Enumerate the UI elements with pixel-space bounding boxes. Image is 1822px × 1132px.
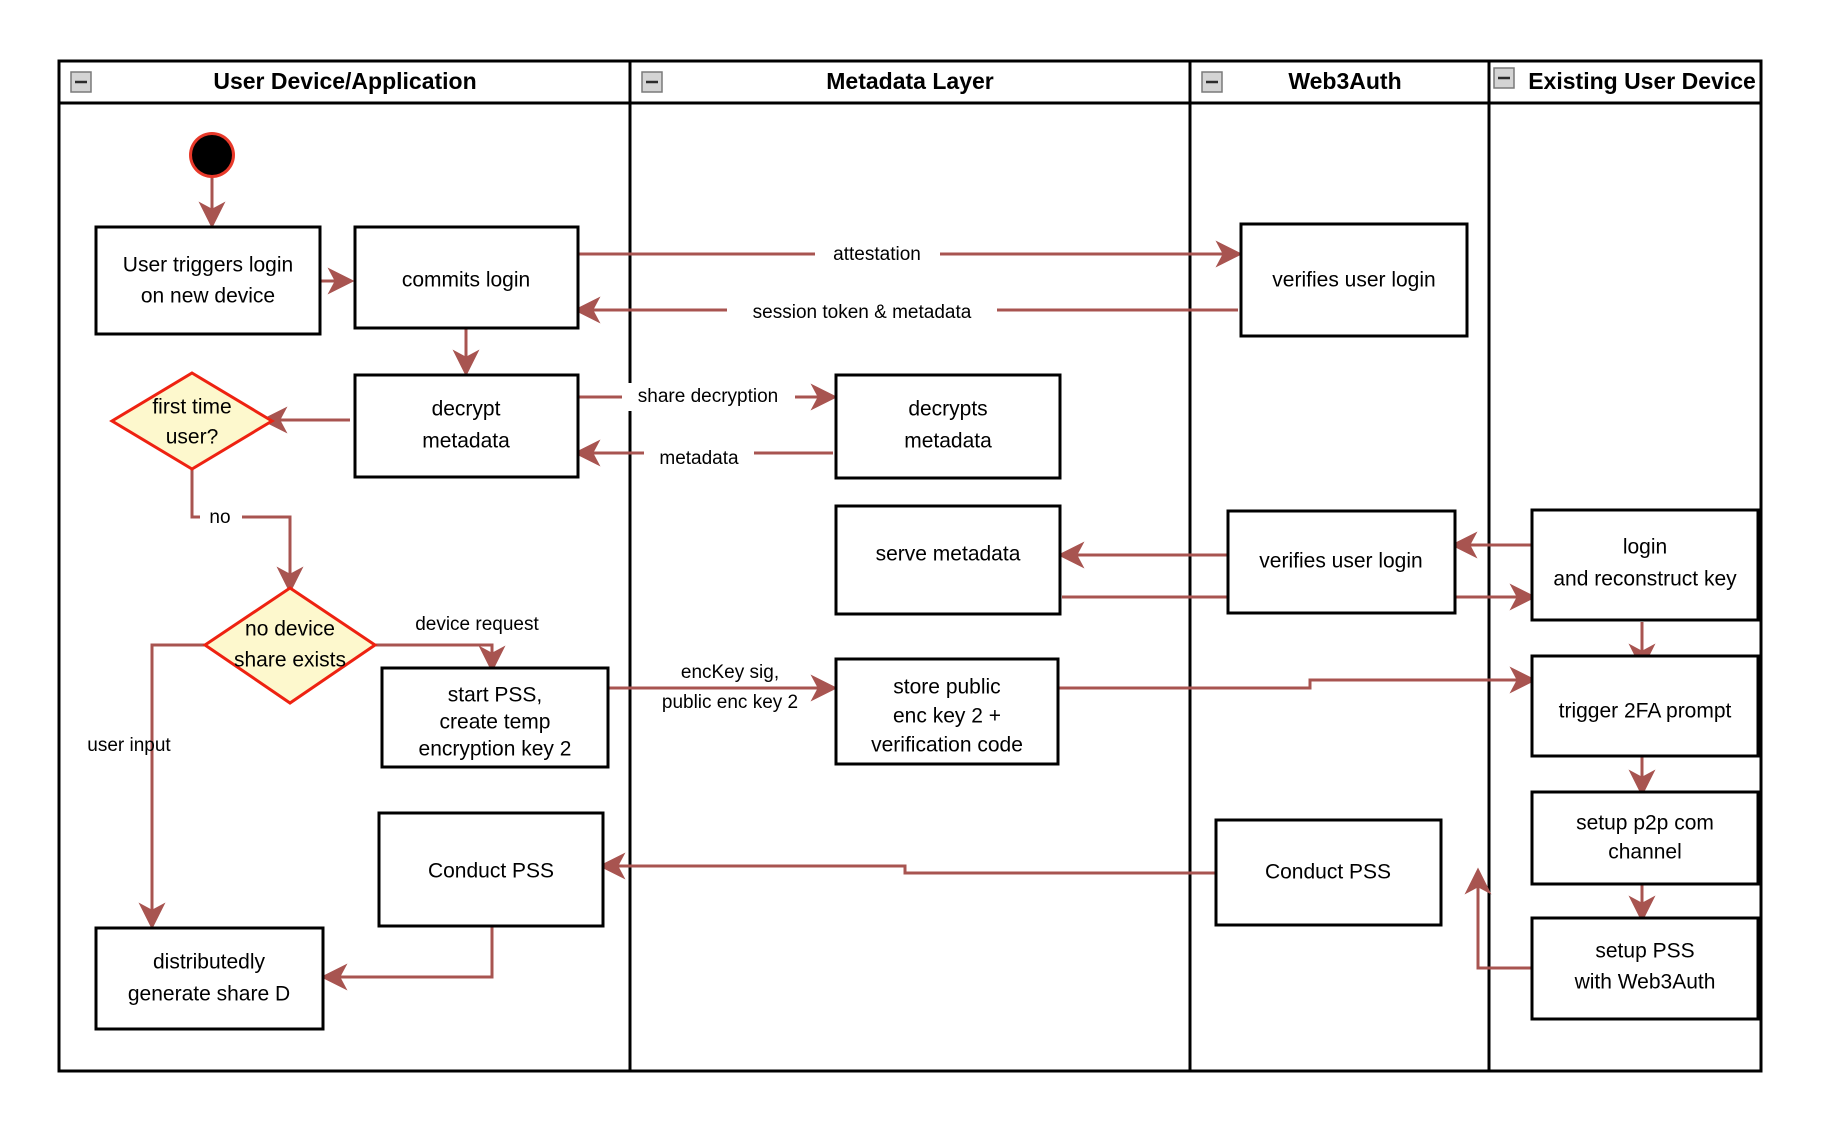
lane-header-label: Metadata Layer: [826, 68, 994, 94]
svg-text:device request: device request: [415, 614, 539, 635]
edge-label-attestation: attestation: [815, 240, 940, 268]
svg-text:user input: user input: [87, 735, 171, 756]
svg-text:user?: user?: [166, 426, 219, 449]
edge-device-request: [370, 643, 506, 673]
edge-store-to-2fa: [1058, 666, 1537, 694]
edge-label-user-input: user input: [87, 735, 171, 756]
svg-text:share exists: share exists: [234, 649, 346, 672]
svg-text:generate share D: generate share D: [128, 983, 290, 1006]
svg-text:verifies user login: verifies user login: [1259, 550, 1422, 573]
node-commits-login[interactable]: commits login: [353, 225, 580, 330]
svg-text:share decryption: share decryption: [638, 386, 778, 407]
edge-setuppss-to-conductpss-web3auth: [1464, 867, 1532, 970]
svg-text:trigger 2FA prompt: trigger 2FA prompt: [1559, 700, 1732, 723]
svg-text:no device: no device: [245, 618, 335, 641]
lane-header-user-device[interactable]: User Device/Application: [70, 68, 477, 94]
svg-text:login: login: [1623, 536, 1667, 559]
svg-text:create temp: create temp: [440, 711, 551, 734]
node-verifies-user-login-1[interactable]: verifies user login: [1239, 222, 1469, 338]
edge-label-no: no: [200, 503, 242, 531]
minus-icon[interactable]: [1493, 67, 1515, 89]
svg-text:on new device: on new device: [141, 285, 275, 308]
svg-text:User triggers login: User triggers login: [123, 254, 293, 277]
edge-conductpss-to-share-d: [320, 926, 494, 991]
node-decrypts-metadata[interactable]: decrypts metadata: [834, 373, 1062, 480]
svg-text:metadata: metadata: [422, 430, 510, 453]
minus-icon[interactable]: [641, 71, 663, 93]
node-login-and-reconstruct-key[interactable]: login and reconstruct key: [1530, 508, 1760, 622]
node-distributedly-generate-share-d[interactable]: distributedly generate share D: [94, 926, 325, 1031]
node-conduct-pss-user[interactable]: Conduct PSS: [377, 811, 605, 928]
svg-text:store public: store public: [893, 676, 1000, 699]
node-trigger-2fa-prompt[interactable]: trigger 2FA prompt: [1530, 654, 1760, 758]
svg-text:decrypts: decrypts: [908, 398, 987, 421]
node-user-triggers-login[interactable]: User triggers login on new device: [94, 225, 322, 336]
edge-conductpss-web3auth-to-user: [598, 852, 1219, 880]
svg-text:public enc key 2: public enc key 2: [662, 692, 798, 713]
svg-text:no: no: [209, 507, 230, 528]
svg-text:metadata: metadata: [904, 430, 992, 453]
edge-user-input: [138, 643, 209, 930]
lane-header-label: Web3Auth: [1288, 68, 1401, 94]
svg-text:start PSS,: start PSS,: [448, 684, 543, 707]
node-store-public-enc-key[interactable]: store public enc key 2 + verification co…: [834, 657, 1060, 766]
svg-text:session token & metadata: session token & metadata: [753, 302, 972, 323]
lane-header-label: User Device/Application: [213, 68, 476, 94]
minus-icon[interactable]: [70, 71, 92, 93]
svg-text:enc key 2 +: enc key 2 +: [893, 705, 1001, 728]
lane-header-label: Existing User Device: [1528, 68, 1756, 94]
edge-labels: attestation session token & metadata sha…: [87, 240, 997, 756]
svg-text:verifies user login: verifies user login: [1272, 269, 1435, 292]
svg-text:first time: first time: [152, 396, 231, 419]
lane-frame: [57, 59, 1763, 1073]
node-start[interactable]: [189, 132, 235, 178]
svg-text:Conduct PSS: Conduct PSS: [428, 860, 554, 883]
edge-label-session-token: session token & metadata: [727, 296, 997, 324]
lane-header-existing-device[interactable]: Existing User Device: [1493, 67, 1756, 94]
svg-text:verification code: verification code: [871, 734, 1023, 757]
svg-text:commits login: commits login: [402, 269, 530, 292]
edge-label-metadata: metadata: [644, 441, 754, 471]
edge-label-enckey-sig: encKey sig, public enc key 2: [662, 662, 798, 713]
node-first-time-user[interactable]: first time user?: [109, 371, 275, 471]
svg-text:setup PSS: setup PSS: [1595, 940, 1694, 963]
svg-text:encryption key 2: encryption key 2: [419, 738, 572, 761]
svg-text:with Web3Auth: with Web3Auth: [1574, 971, 1716, 994]
svg-text:encKey sig,: encKey sig,: [681, 662, 779, 683]
node-start-pss-create-temp-key[interactable]: start PSS, create temp encryption key 2: [380, 666, 610, 769]
svg-text:Conduct PSS: Conduct PSS: [1265, 861, 1391, 884]
node-verifies-user-login-2[interactable]: verifies user login: [1226, 509, 1457, 615]
svg-text:metadata: metadata: [659, 448, 739, 469]
minus-icon[interactable]: [1201, 71, 1223, 93]
node-setup-pss-with-web3auth[interactable]: setup PSS with Web3Auth: [1530, 916, 1760, 1021]
node-serve-metadata[interactable]: serve metadata: [834, 504, 1062, 616]
node-decrypt-metadata[interactable]: decrypt metadata: [353, 373, 580, 479]
edge-label-device-request: device request: [415, 614, 539, 635]
svg-text:distributedly: distributedly: [153, 951, 266, 974]
svg-text:attestation: attestation: [833, 244, 921, 265]
node-setup-p2p-com-channel[interactable]: setup p2p com channel: [1530, 790, 1760, 886]
svg-text:serve metadata: serve metadata: [876, 543, 1021, 566]
node-conduct-pss-web3auth[interactable]: Conduct PSS: [1214, 818, 1443, 927]
node-no-device-share-exists[interactable]: no device share exists: [202, 586, 378, 705]
svg-text:decrypt: decrypt: [432, 398, 501, 421]
svg-text:and reconstruct key: and reconstruct key: [1553, 568, 1737, 591]
lane-header-metadata[interactable]: Metadata Layer: [641, 68, 994, 94]
edge-label-share-decryption: share decryption: [622, 383, 795, 411]
lane-header-web3auth[interactable]: Web3Auth: [1201, 68, 1402, 94]
svg-text:setup p2p com: setup p2p com: [1576, 812, 1714, 835]
svg-text:channel: channel: [1608, 841, 1682, 864]
